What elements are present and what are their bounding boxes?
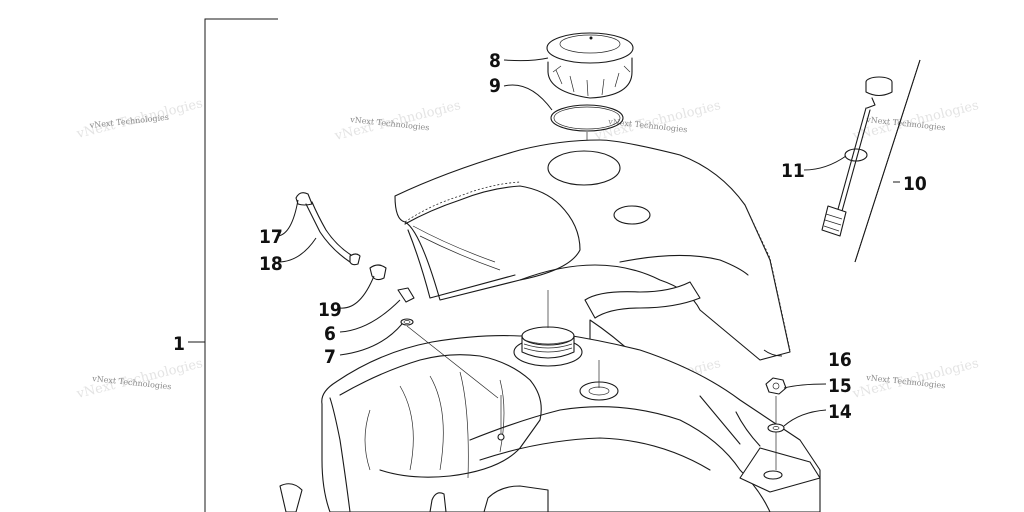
vent-hose-assembly <box>295 192 499 399</box>
callout-10: 10 <box>903 173 927 195</box>
callout-9: 9 <box>489 75 501 97</box>
washer <box>767 423 785 433</box>
callout-16: 16 <box>828 349 852 371</box>
cap-gasket <box>550 104 624 132</box>
callout-14: 14 <box>828 401 852 423</box>
leader-lines <box>277 57 900 427</box>
fuel-cap <box>546 32 634 99</box>
fuel-gauge-sender <box>821 76 893 237</box>
callout-18: 18 <box>259 253 283 275</box>
callouts: 1 8 9 10 11 16 15 14 17 18 19 6 7 <box>173 50 927 423</box>
callout-11: 11 <box>781 160 805 182</box>
callout-17: 17 <box>259 226 283 248</box>
fuel-tank <box>279 290 821 512</box>
callout-15: 15 <box>828 375 852 397</box>
callout-8: 8 <box>489 50 501 72</box>
callout-19: 19 <box>318 299 342 321</box>
nut <box>765 377 787 420</box>
callout-6: 6 <box>324 323 336 345</box>
callout-1: 1 <box>173 333 185 355</box>
assembly-bracket <box>188 18 278 512</box>
callout-7: 7 <box>324 346 336 368</box>
